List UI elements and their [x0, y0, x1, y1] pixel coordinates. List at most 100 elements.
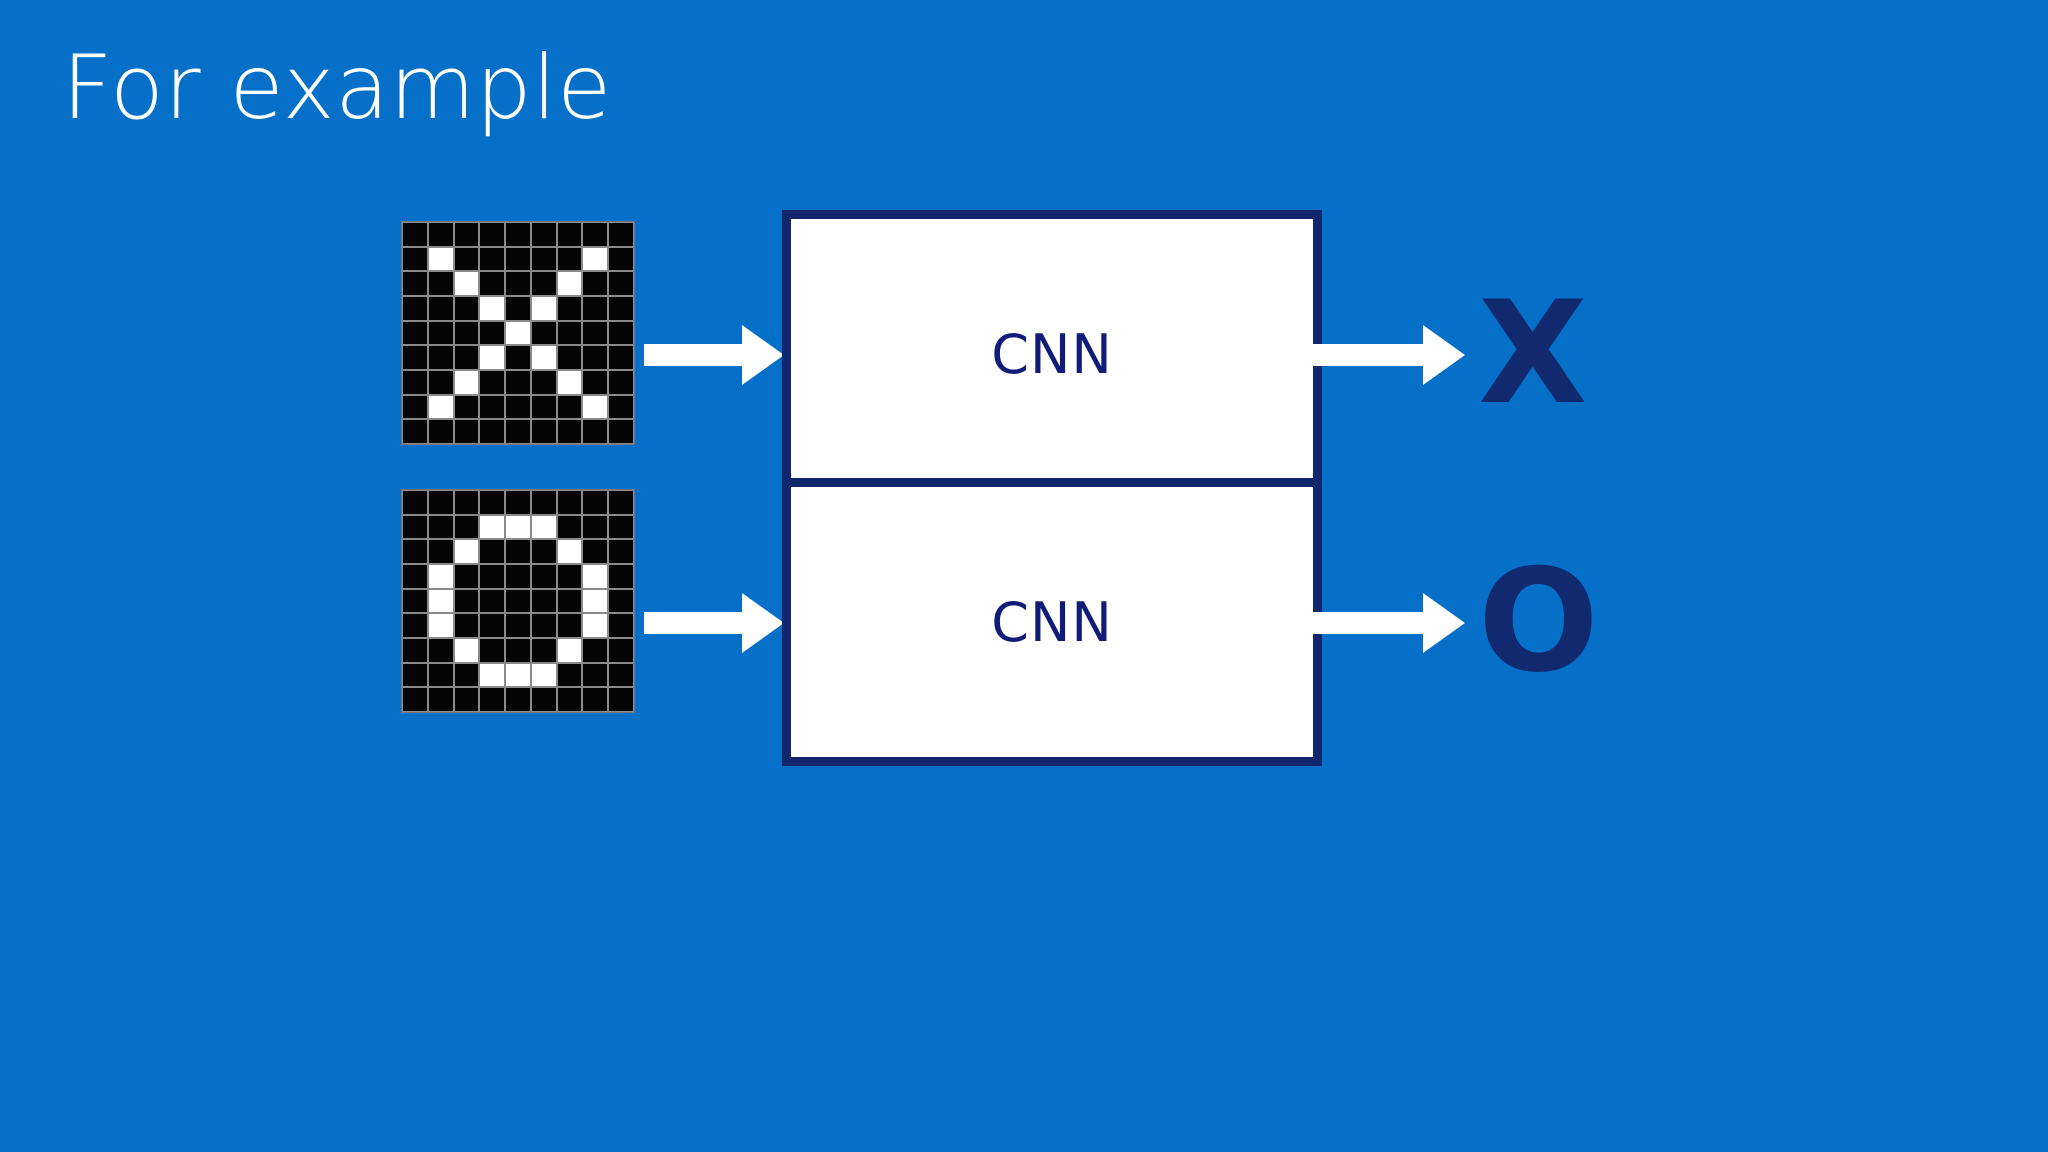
pixel-cell [583, 663, 608, 687]
pixel-cell [480, 589, 505, 613]
arrow-shaft [644, 612, 746, 634]
pixel-cell [506, 223, 530, 246]
pixel-cell [583, 321, 608, 345]
pixel-cell [557, 638, 582, 662]
pixel-cell [480, 247, 505, 271]
pixel-cell [583, 638, 608, 662]
pixel-cell [428, 247, 453, 271]
pixel-cell [403, 296, 427, 320]
pixel-cell [428, 370, 453, 394]
cnn-box-o[interactable]: CNN [782, 478, 1322, 766]
pixel-cell [506, 589, 530, 613]
pixel-cell [557, 564, 582, 588]
pixel-cell [583, 296, 608, 320]
pixel-cell [403, 247, 427, 271]
pixel-cell [403, 223, 427, 246]
pixel-cell [609, 321, 633, 345]
pixel-cell [531, 296, 556, 320]
pixel-cell [403, 321, 427, 345]
input-arrow-right-icon-x [644, 325, 784, 385]
pixel-cell [428, 395, 453, 419]
pixel-cell [480, 321, 505, 345]
pixel-cell [428, 223, 453, 246]
pixel-cell [403, 663, 427, 687]
pixel-cell [557, 589, 582, 613]
output-label-o: O [1478, 539, 1599, 704]
pixel-cell [480, 223, 505, 246]
pixel-cell [531, 420, 556, 443]
pixel-cell [480, 395, 505, 419]
pixel-cell [531, 638, 556, 662]
pixel-cell [583, 272, 608, 295]
pixel-cell [428, 663, 453, 687]
pixel-cell [583, 346, 608, 369]
pixel-cell [480, 420, 505, 443]
pixel-cell [506, 296, 530, 320]
pixel-cell [454, 614, 479, 637]
pixel-cell [506, 395, 530, 419]
pixel-cell [454, 540, 479, 563]
pixel-cell [428, 296, 453, 320]
output-arrow-right-icon-o [1305, 593, 1465, 653]
pixel-cell [557, 420, 582, 443]
pixel-cell [609, 663, 633, 687]
page-title: For example [62, 36, 612, 139]
pixel-cell [403, 515, 427, 539]
pixel-cell [428, 540, 453, 563]
pixel-cell [454, 370, 479, 394]
pixel-cell [583, 688, 608, 711]
pixel-cell [583, 589, 608, 613]
cnn-box-label-o: CNN [991, 590, 1113, 654]
arrow-head [742, 593, 784, 653]
pixel-cell [403, 491, 427, 514]
pixel-cell [454, 589, 479, 613]
pixel-cell [506, 247, 530, 271]
pixel-cell [454, 663, 479, 687]
pixel-cell [480, 272, 505, 295]
cnn-box-label-x: CNN [991, 322, 1113, 386]
pixel-cell [403, 589, 427, 613]
pixel-cell [506, 540, 530, 563]
pixel-cell [531, 515, 556, 539]
pixel-cell [506, 688, 530, 711]
pixel-cell [531, 688, 556, 711]
pixel-cell [531, 223, 556, 246]
pixel-cell [531, 663, 556, 687]
pixel-cell [506, 491, 530, 514]
pixel-cell [428, 321, 453, 345]
pixel-cell [531, 321, 556, 345]
pixel-cell [454, 491, 479, 514]
pixel-cell [557, 515, 582, 539]
pixel-cell [506, 638, 530, 662]
pixel-cell [454, 296, 479, 320]
pixel-cell [506, 564, 530, 588]
pixel-cell [480, 688, 505, 711]
pixel-cell [531, 370, 556, 394]
pipeline-row-o: CNN O [0, 478, 2048, 778]
arrow-head [1423, 593, 1465, 653]
pixel-cell [583, 515, 608, 539]
pixel-cell [609, 223, 633, 246]
cnn-box-x[interactable]: CNN [782, 210, 1322, 498]
pixel-cell [609, 272, 633, 295]
pixel-cell [506, 663, 530, 687]
pixel-cell [531, 247, 556, 271]
pixel-cell [531, 346, 556, 369]
pixel-cell [609, 589, 633, 613]
pixel-cell [557, 491, 582, 514]
pixel-cell [403, 564, 427, 588]
pixel-cell [609, 491, 633, 514]
arrow-shaft [644, 344, 746, 366]
pixel-cell [583, 395, 608, 419]
pixel-cell [609, 247, 633, 271]
pixel-cell [609, 564, 633, 588]
pixel-cell [609, 420, 633, 443]
pixel-cell [454, 420, 479, 443]
pixel-cell [531, 614, 556, 637]
pixel-cell [480, 491, 505, 514]
pixel-cell [480, 564, 505, 588]
pixel-cell [428, 589, 453, 613]
pixel-cell [454, 247, 479, 271]
pixel-cell [506, 370, 530, 394]
